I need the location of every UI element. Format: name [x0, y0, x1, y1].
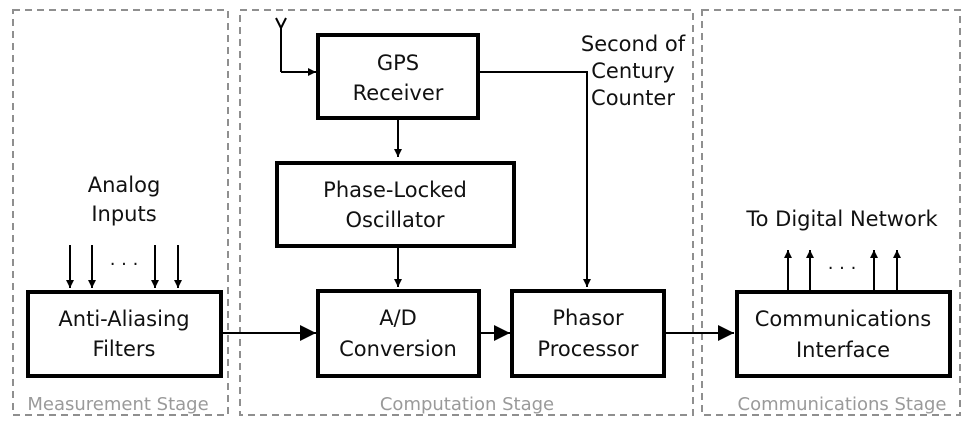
antenna-icon — [275, 17, 287, 72]
aaf-label-line2: Filters — [93, 337, 156, 361]
network-outputs-ellipsis: · · · — [828, 258, 857, 279]
phasor-processor-block: Phasor Processor — [510, 289, 666, 378]
ad-conversion-block: A/D Conversion — [316, 289, 481, 378]
second-of-century-label-line1: Second of — [581, 32, 686, 56]
measurement-stage-box — [12, 9, 229, 416]
gps-to-phasor-arrow — [478, 71, 591, 287]
gps-receiver-label-line2: Receiver — [353, 81, 444, 105]
plo-label-line2: Oscillator — [345, 208, 444, 232]
phase-locked-oscillator-block: Phase-Locked Oscillator — [275, 161, 516, 248]
phasor-processor-label-line2: Processor — [537, 337, 639, 361]
to-digital-network-label: To Digital Network — [745, 207, 938, 231]
computation-stage-box — [239, 9, 694, 416]
communications-interface-block: Communications Interface — [735, 290, 952, 378]
analog-inputs-label-line1: Analog — [88, 173, 161, 197]
second-of-century-label-line2: Century — [591, 59, 675, 83]
gps-receiver-label-line1: GPS — [377, 51, 419, 75]
ad-conversion-label-line1: A/D — [379, 306, 417, 330]
second-of-century-label-line3: Counter — [591, 86, 675, 110]
analog-input-arrows — [66, 245, 182, 288]
comm-interface-label-line1: Communications — [755, 307, 931, 331]
analog-inputs-label-line2: Inputs — [91, 202, 156, 226]
phasor-processor-label-line1: Phasor — [552, 306, 624, 330]
measurement-stage-label: Measurement Stage — [27, 394, 208, 415]
ad-conversion-label-line2: Conversion — [339, 337, 457, 361]
aaf-label-line1: Anti-Aliasing — [58, 307, 189, 331]
analog-inputs-ellipsis: · · · — [110, 254, 139, 275]
comm-interface-label-line2: Interface — [796, 338, 890, 362]
communications-stage-box — [701, 9, 961, 416]
plo-label-line1: Phase-Locked — [323, 178, 467, 202]
anti-aliasing-filters-block: Anti-Aliasing Filters — [26, 290, 223, 378]
computation-stage-label: Computation Stage — [380, 394, 554, 415]
communications-stage-label: Communications Stage — [738, 394, 947, 415]
gps-receiver-block: GPS Receiver — [316, 33, 480, 120]
network-output-arrows — [784, 250, 901, 290]
